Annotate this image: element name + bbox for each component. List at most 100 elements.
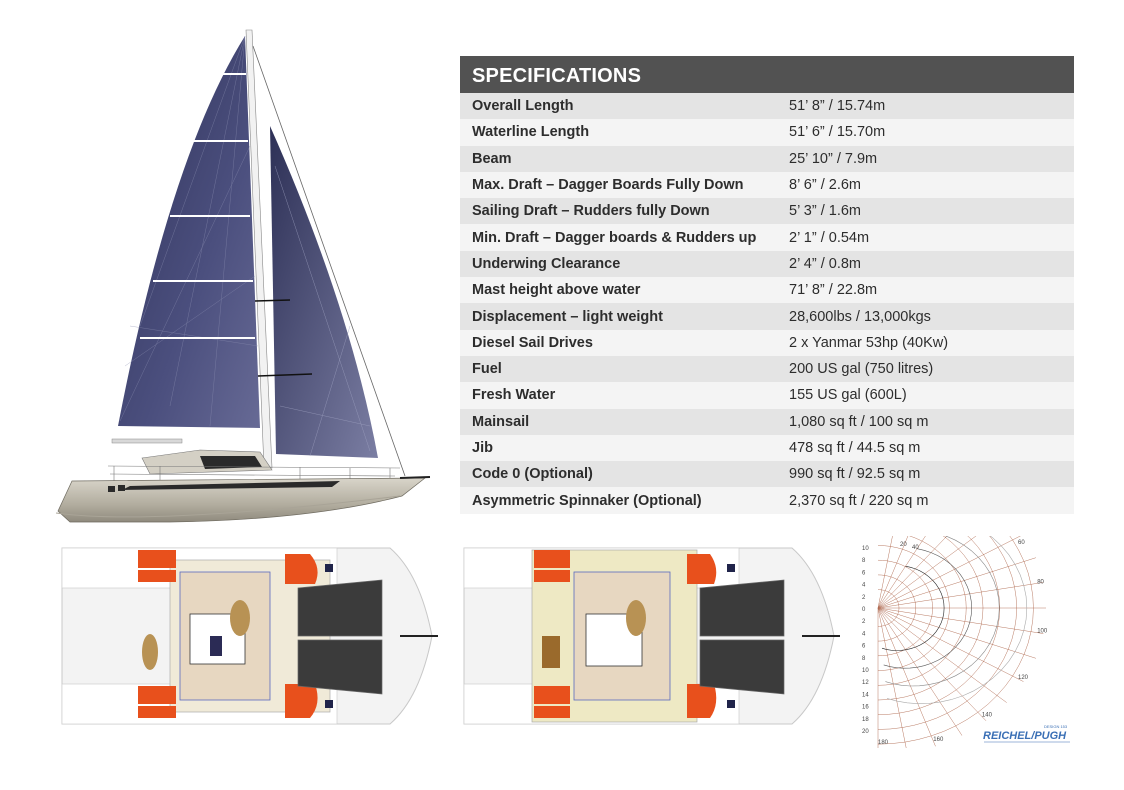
- spec-value: 28,600lbs / 13,000kgs: [789, 308, 931, 325]
- polar-angle-label: 80: [1037, 579, 1044, 585]
- spec-label: Fuel: [472, 361, 502, 378]
- sailboat-image: [55, 29, 431, 523]
- polar-axis-label: 10: [862, 546, 869, 552]
- spec-label: Max. Draft – Dagger Boards Fully Down: [472, 177, 744, 194]
- polar-axis-label: 4: [862, 583, 866, 589]
- polar-grid-radial: [877, 607, 987, 721]
- spec-row: Beam 25’ 10” / 7.9m: [460, 145, 1074, 172]
- spec-label: Sailing Draft – Rudders fully Down: [472, 203, 710, 220]
- polar-angle-label: 140: [982, 713, 993, 719]
- polar-axis-label: 8: [862, 558, 866, 564]
- spec-row: Asymmetric Spinnaker (Optional) 2,370 sq …: [460, 487, 1074, 514]
- polar-axis-label: 12: [862, 680, 869, 686]
- polar-angle-label: 180: [878, 740, 889, 746]
- spec-label: Mainsail: [472, 413, 530, 430]
- boat-profile-illustration: [50, 26, 440, 530]
- spec-value: 5’ 3” / 1.6m: [789, 203, 861, 220]
- spec-label: Displacement – light weight: [472, 308, 663, 325]
- polar-grid-radial: [877, 607, 908, 754]
- spec-value: 155 US gal (600L): [789, 387, 907, 404]
- spec-label: Mast height above water: [472, 282, 641, 299]
- spec-row: Overall Length 51’ 8” / 15.74m: [460, 93, 1074, 120]
- spec-row: Displacement – light weight 28,600lbs / 1…: [460, 303, 1074, 330]
- polar-angle-label: 100: [1037, 629, 1048, 635]
- polar-axis-label: 14: [862, 692, 869, 698]
- polar-angle-label: 40: [912, 545, 919, 551]
- polar-axis-label: 4: [862, 631, 866, 637]
- polar-grid-radial: [877, 607, 1024, 682]
- spec-label: Beam: [472, 150, 512, 167]
- spec-label: Jib: [472, 440, 493, 456]
- logo-wordmark: REICHEL/PUGH: [983, 730, 1067, 742]
- polar-axis-label: 6: [862, 570, 866, 576]
- polar-curve: [886, 513, 1028, 705]
- spec-label: Asymmetric Spinnaker (Optional): [472, 492, 702, 509]
- polar-axis-label: 16: [862, 705, 869, 711]
- polar-axis-label: 2: [862, 619, 866, 625]
- polar-grid-arc: [877, 471, 1034, 745]
- polar-axis-label: 6: [862, 644, 866, 650]
- polar-angle-label: 160: [933, 737, 944, 743]
- spec-label: Fresh Water: [472, 387, 556, 404]
- spec-label: Code 0 (Optional): [472, 466, 593, 483]
- spec-row: Mast height above water 71’ 8” / 22.8m: [460, 277, 1074, 304]
- polar-grid-radial: [877, 607, 963, 736]
- deck-plan-layout-2: [462, 544, 842, 728]
- spec-value: 2’ 4” / 0.8m: [789, 255, 861, 272]
- spec-row: Waterline Length 51’ 6” / 15.70m: [460, 119, 1074, 146]
- spec-value: 2 x Yanmar 53hp (40Kw): [789, 334, 949, 351]
- polar-curve: [885, 531, 1000, 687]
- spec-row: Fresh Water 155 US gal (600L): [460, 382, 1074, 409]
- polar-axis-label: 0: [862, 607, 866, 613]
- spec-value: 25’ 10” / 7.9m: [789, 150, 878, 167]
- polar-axis-label: 2: [862, 595, 866, 601]
- spec-value: 990 sq ft / 92.5 sq m: [789, 466, 921, 483]
- specifications-title: SPECIFICATIONS: [460, 56, 1074, 93]
- spec-label: Underwing Clearance: [472, 255, 621, 272]
- spec-value: 478 sq ft / 44.5 sq m: [789, 440, 921, 456]
- spec-row: Code 0 (Optional) 990 sq ft / 92.5 sq m: [460, 461, 1074, 488]
- polar-axis-label: 18: [862, 717, 869, 723]
- polar-grid-radial: [877, 557, 1036, 609]
- polar-grid-radial: [877, 582, 1044, 609]
- spec-value: 51’ 6” / 15.70m: [789, 124, 886, 141]
- spec-row: Mainsail 1,080 sq ft / 100 sq m: [460, 408, 1074, 435]
- spec-value: 2,370 sq ft / 220 sq m: [789, 492, 929, 509]
- polar-axis-label: 10: [862, 668, 869, 674]
- spec-value: 71’ 8” / 22.8m: [789, 282, 878, 299]
- polar-grid-radial: [877, 607, 1007, 703]
- spec-value: 200 US gal (750 litres): [789, 361, 934, 378]
- logo-design-number: DESIGN 153: [1044, 724, 1068, 729]
- spec-row: Max. Draft – Dagger Boards Fully Down 8’ …: [460, 171, 1074, 199]
- polar-grid-radial: [877, 607, 1036, 659]
- polar-grid-radial: [877, 607, 1044, 634]
- polar-grid-arc: [877, 515, 984, 701]
- spec-value: 51’ 8” / 15.74m: [789, 98, 886, 115]
- polar-grid-radial: [877, 534, 1024, 609]
- spec-value: 8’ 6” / 2.6m: [789, 177, 861, 194]
- reichel-pugh-logo: DESIGN 153 REICHEL/PUGH: [982, 720, 1074, 746]
- polar-axis-label: 20: [862, 729, 869, 735]
- spec-value: 1,080 sq ft / 100 sq m: [789, 413, 929, 430]
- polar-curve: [881, 565, 945, 651]
- spec-label: Overall Length: [472, 98, 574, 115]
- polar-grid-radial: [877, 607, 936, 747]
- polar-axis-label: 8: [862, 656, 866, 662]
- deck-plan-layout-1: [60, 544, 440, 728]
- spec-row: Jib 478 sq ft / 44.5 sq m: [460, 434, 1074, 462]
- spec-label: Waterline Length: [472, 124, 590, 141]
- spec-row: Fuel 200 US gal (750 litres): [460, 355, 1074, 383]
- spec-row: Sailing Draft – Rudders fully Down 5’ 3” …: [460, 198, 1074, 225]
- specifications-table: SPECIFICATIONS Overall Length 51’ 8” / 15…: [460, 56, 1074, 514]
- spec-label: Diesel Sail Drives: [472, 334, 593, 351]
- spec-row: Diesel Sail Drives 2 x Yanmar 53hp (40Kw): [460, 329, 1074, 356]
- spec-row: Underwing Clearance 2’ 4” / 0.8m: [460, 250, 1074, 278]
- polar-angle-label: 20: [900, 542, 907, 548]
- polar-curve: [883, 548, 973, 669]
- polar-angle-label: 120: [1018, 675, 1029, 681]
- polar-angle-label: 60: [1018, 540, 1025, 546]
